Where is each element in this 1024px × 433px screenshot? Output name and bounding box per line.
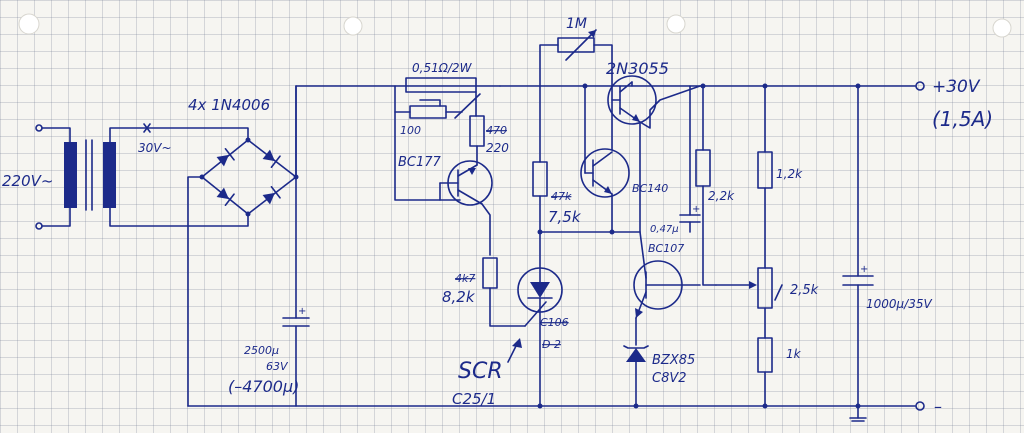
label-cap047: 0,47µ bbox=[650, 224, 679, 235]
label-scr: SCR bbox=[458, 359, 503, 384]
current-limit-section bbox=[394, 77, 526, 327]
label-scr-crossed: C106 bbox=[540, 316, 569, 329]
error-amp-section: + bbox=[623, 85, 701, 409]
label-bridge: 4x 1N4006 bbox=[188, 96, 270, 114]
label-cap-in-voltage: 63V bbox=[266, 360, 289, 373]
input-capacitor: + bbox=[282, 85, 310, 407]
label-r47k-crossed: 47k bbox=[551, 190, 572, 203]
label-r22k: 2,2k bbox=[708, 189, 735, 203]
punch-holes bbox=[18, 13, 1012, 38]
label-bc177: BC177 bbox=[398, 155, 442, 170]
label-2n3055: 2N3055 bbox=[606, 59, 669, 78]
label-r1k: 1k bbox=[786, 347, 802, 361]
label-r12k: 1,2k bbox=[776, 167, 803, 181]
label-output-current: (1,5A) bbox=[932, 107, 993, 131]
center-section bbox=[507, 29, 641, 409]
label-mains-voltage: 220V~ bbox=[2, 172, 53, 190]
label-zener-v: C8V2 bbox=[652, 371, 687, 386]
svg-text:+: + bbox=[692, 204, 700, 215]
label-zener: BZX85 bbox=[652, 353, 695, 368]
bridge-rectifier bbox=[187, 85, 299, 407]
label-r4k7-crossed: 4k7 bbox=[455, 272, 475, 285]
svg-text:+: + bbox=[298, 306, 306, 317]
label-bc107: BC107 bbox=[648, 242, 684, 255]
r-2k2 bbox=[695, 83, 717, 286]
label-scr-crossed2: D 2 bbox=[542, 338, 561, 351]
label-shunt: 0,51Ω/2W bbox=[412, 61, 473, 75]
label-output-voltage: +30V bbox=[932, 77, 981, 97]
label-r82k: 8,2k bbox=[442, 288, 476, 306]
divider-section bbox=[715, 83, 783, 409]
label-pot-1m: 1M bbox=[566, 16, 587, 32]
label-r75k: 7,5k bbox=[548, 208, 582, 226]
label-pot25k: 2,5k bbox=[790, 283, 819, 298]
label-bc140: BC140 bbox=[632, 182, 668, 195]
darlington-section bbox=[580, 75, 701, 235]
label-cap-out: 1000µ/35V bbox=[866, 297, 932, 311]
label-r220: 220 bbox=[486, 141, 509, 155]
label-minus: – bbox=[934, 397, 942, 416]
transformer bbox=[35, 123, 249, 230]
label-r470-crossed: 470 bbox=[486, 124, 507, 137]
labels: 220V~ 30V~ 4x 1N4006 0,51Ω/2W 1M 2N3055 … bbox=[2, 16, 993, 416]
label-cap-in: 2500µ bbox=[244, 344, 279, 357]
rails bbox=[187, 81, 925, 422]
output-capacitor: + bbox=[842, 83, 874, 409]
svg-text:+: + bbox=[860, 264, 868, 275]
label-scr-type: C25/1 bbox=[452, 390, 496, 408]
label-cap-in-alt: (–4700µ) bbox=[228, 377, 299, 396]
label-r100: 100 bbox=[400, 124, 421, 137]
label-secondary-voltage: 30V~ bbox=[138, 141, 172, 155]
